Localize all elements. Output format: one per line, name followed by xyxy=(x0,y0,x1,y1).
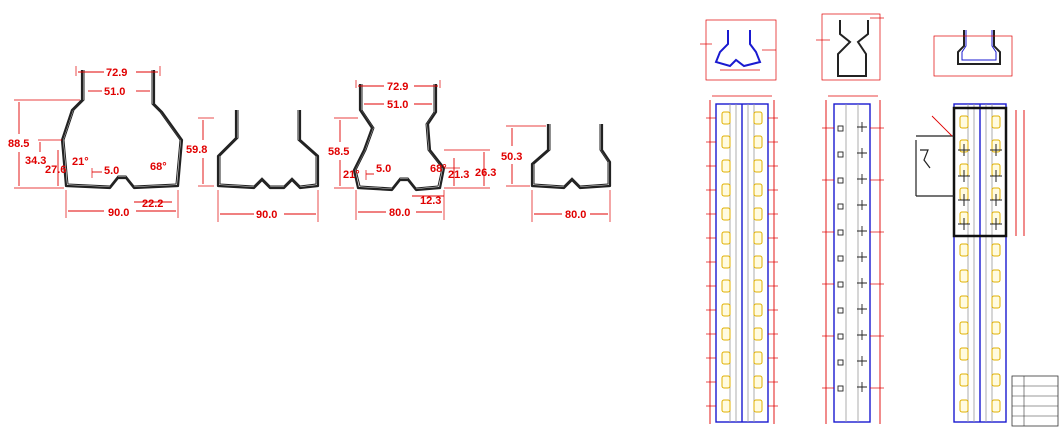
upright-a xyxy=(706,95,778,424)
profile-3-side-right: 26.3 xyxy=(475,167,496,179)
profile-4-outline xyxy=(530,124,612,190)
profile-4: 50.3 80.0 xyxy=(501,124,612,222)
profile-2-outline xyxy=(216,110,320,190)
profile-3-top-outer: 72.9 xyxy=(387,81,408,93)
mini-profile-b xyxy=(816,13,884,81)
upright-c-bolts xyxy=(958,144,1002,230)
profile-4-height: 50.3 xyxy=(501,151,522,163)
profile-1-angle-right: 68° xyxy=(150,161,167,173)
upright-b-ticks xyxy=(822,127,884,389)
profile-3-angle-left: 21° xyxy=(343,169,360,181)
upright-c-bracket xyxy=(952,106,1008,238)
profile-1-foot: 22.2 xyxy=(142,198,163,210)
profile-3-lower-right: 21.3 xyxy=(448,169,469,181)
profile-2: 59.8 90.0 xyxy=(186,110,320,222)
upright-b xyxy=(822,95,884,424)
upright-c-slots xyxy=(959,115,1001,413)
profile-3: 72.9 51.0 58.5 21° 68° 5.0 21.3 26.3 12.… xyxy=(328,80,496,220)
profile-2-height: 59.8 xyxy=(186,144,207,156)
beam-connector xyxy=(915,135,954,197)
profile-1-bottom: 90.0 xyxy=(108,207,129,219)
profile-1-outline xyxy=(60,70,184,190)
profile-3-notch: 5.0 xyxy=(376,163,391,175)
mini-profile-a xyxy=(700,19,777,81)
mini-profile-c xyxy=(933,30,1013,77)
profile-3-foot: 12.3 xyxy=(420,195,441,207)
profile-1-top-outer: 72.9 xyxy=(106,67,127,79)
profile-3-angle-right: 68° xyxy=(430,163,447,175)
profile-3-height: 58.5 xyxy=(328,146,349,158)
upright-a-ticks xyxy=(706,117,778,407)
profile-1: 72.9 51.0 88.5 34.3 27.6 21° 68° 5.0 22.… xyxy=(8,66,184,219)
upright-a-slots xyxy=(721,111,763,413)
profile-1-height: 88.5 xyxy=(8,138,29,150)
upright-c xyxy=(915,103,1025,423)
profile-1-notch: 5.0 xyxy=(104,165,119,177)
profile-4-bottom: 80.0 xyxy=(565,209,586,221)
title-block xyxy=(1011,375,1059,427)
profile-1-mid-height: 34.3 xyxy=(25,155,46,167)
profile-1-lower-height: 27.6 xyxy=(45,164,66,176)
profile-3-outline xyxy=(352,84,446,192)
profile-1-angle-left: 21° xyxy=(72,156,89,168)
profile-1-top-inner: 51.0 xyxy=(104,86,125,98)
upright-b-holes xyxy=(837,122,867,392)
profile-3-top-inner: 51.0 xyxy=(387,99,408,111)
profile-3-bottom: 80.0 xyxy=(389,207,410,219)
profile-2-bottom: 90.0 xyxy=(256,209,277,221)
